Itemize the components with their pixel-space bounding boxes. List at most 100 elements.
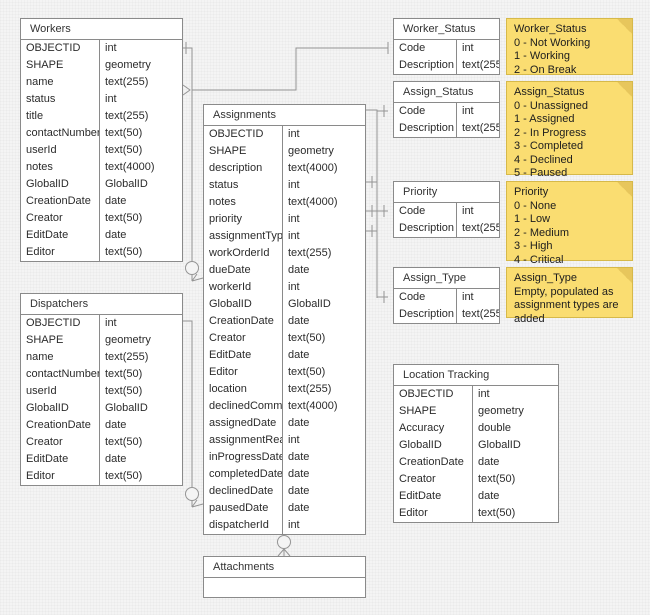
field-type: text(255) xyxy=(282,381,365,398)
field-type: geometry xyxy=(99,332,182,349)
field-type: text(50) xyxy=(282,364,365,381)
field-name: description xyxy=(209,162,263,174)
field-type: text(255) xyxy=(282,245,365,262)
field-type: int xyxy=(282,279,365,296)
note-line: 0 - Unassigned xyxy=(514,99,588,112)
field-name: notes xyxy=(26,161,53,173)
note-line: 3 - Completed xyxy=(514,140,584,152)
field-type: int xyxy=(282,126,365,143)
entity-title: Workers xyxy=(21,19,182,40)
note-line: 1 - Working xyxy=(514,50,571,62)
field-name: pausedDate xyxy=(209,502,269,514)
field-name: Creator xyxy=(209,332,246,344)
field-type: date xyxy=(282,500,365,517)
field-type: int xyxy=(456,40,499,57)
field-type: date xyxy=(472,454,558,471)
field-type: geometry xyxy=(99,57,182,74)
entity-title: Assignments xyxy=(204,105,365,126)
entity-attachments[interactable]: Attachments xyxy=(203,556,366,598)
field-name: EditDate xyxy=(209,349,252,361)
field-name: GlobalID xyxy=(26,178,69,190)
field-name: OBJECTID xyxy=(26,42,81,54)
entity-title: Location Tracking xyxy=(394,365,558,386)
field-name: SHAPE xyxy=(26,59,64,71)
field-type: GlobalID xyxy=(99,176,182,193)
note-line: 2 - Medium xyxy=(514,226,570,239)
field-name: Editor xyxy=(209,366,238,378)
entity-title: Worker_Status xyxy=(394,19,499,40)
field-name: workerId xyxy=(209,281,252,293)
note-line: 1 - Low xyxy=(514,213,551,225)
table-row: pausedDate date xyxy=(204,500,365,517)
note-title: Assign_Status xyxy=(514,86,585,98)
crowfoot-workers-assignments xyxy=(191,273,204,282)
field-name: GlobalID xyxy=(399,439,442,451)
field-type: text(4000) xyxy=(282,194,365,211)
field-name: Creator xyxy=(26,436,63,448)
note-title: Worker_Status xyxy=(514,23,587,35)
field-name: Code xyxy=(399,291,426,303)
field-name: OBJECTID xyxy=(399,388,454,400)
field-name: EditDate xyxy=(26,453,69,465)
field-type: text(255) xyxy=(456,120,499,137)
field-type: text(50) xyxy=(472,505,558,522)
field-type: date xyxy=(282,466,365,483)
field-type: text(50) xyxy=(99,366,182,383)
field-name: Description xyxy=(399,308,455,320)
field-name: GlobalID xyxy=(26,402,69,414)
field-name: Editor xyxy=(26,470,55,482)
field-type: date xyxy=(282,313,365,330)
field-type: date xyxy=(99,417,182,434)
field-type: date xyxy=(99,227,182,244)
field-name: priority xyxy=(209,213,243,225)
field-type: text(50) xyxy=(99,125,182,142)
field-name: status xyxy=(26,93,56,105)
field-name: CreationDate xyxy=(209,315,274,327)
field-name: SHAPE xyxy=(209,145,247,157)
field-type: text(4000) xyxy=(282,398,365,415)
field-type: int xyxy=(99,91,182,108)
note-line: 5 - Paused xyxy=(514,167,568,179)
field-name: Description xyxy=(399,122,455,134)
